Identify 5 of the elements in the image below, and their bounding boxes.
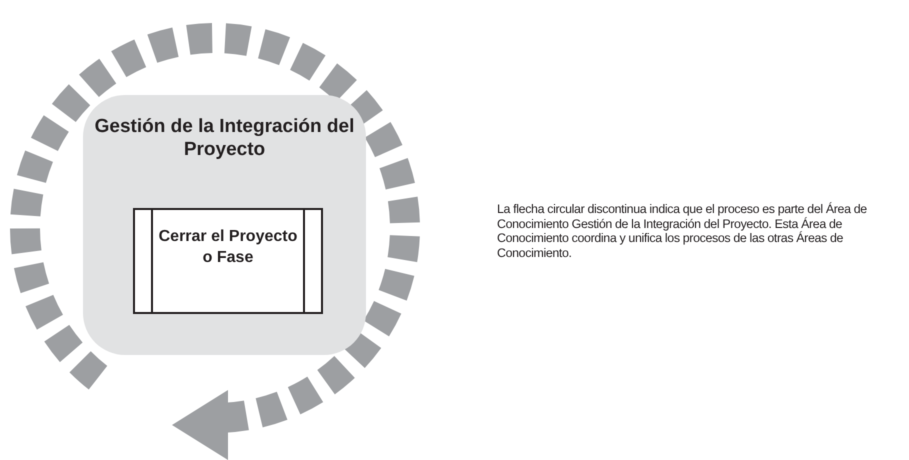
- knowledge-area-panel: [83, 95, 366, 355]
- explanatory-note: La flecha circular discontinua indica que el proceso es parte del Área de Conocimiento Gestión de la Integración del Proyecto. Esta Área de Conocimiento coordina y unifica los procesos de las otras Áreas de Conocimiento.: [497, 202, 868, 260]
- process-box: [133, 208, 323, 314]
- area-title: Gestión de la Integración del Proyecto: [94, 115, 356, 161]
- process-label: Cerrar el Proyecto o Fase: [158, 227, 298, 268]
